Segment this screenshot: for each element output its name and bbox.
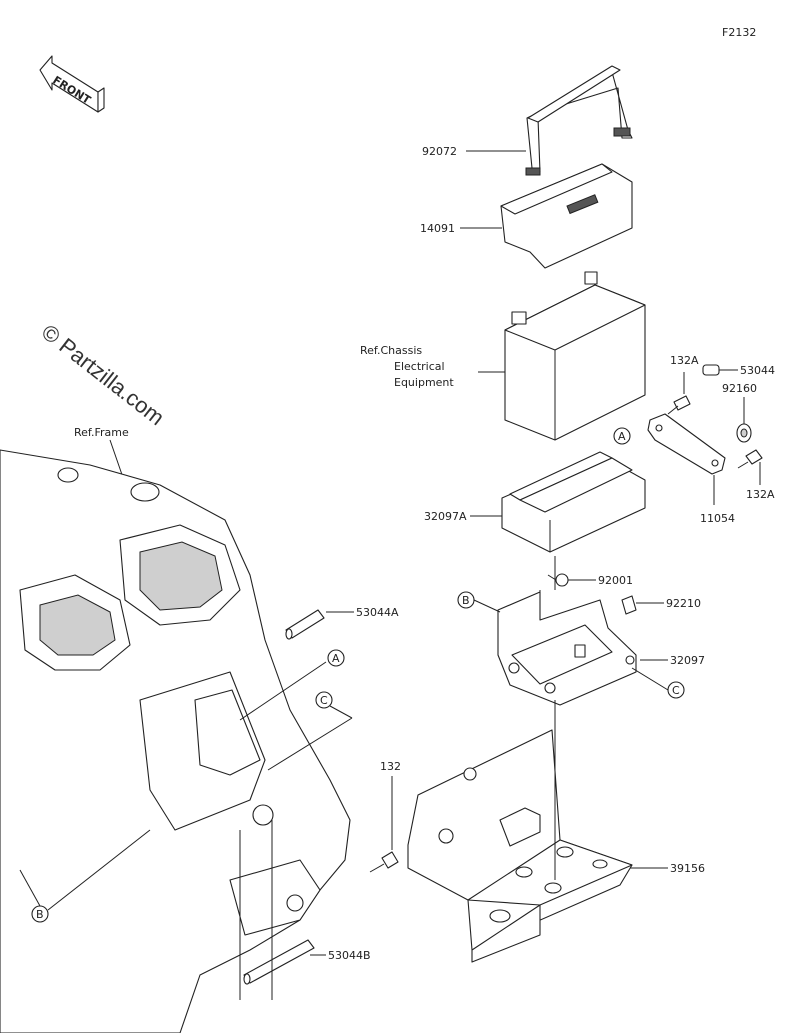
label-11054: 11054 xyxy=(700,512,735,525)
strap-part xyxy=(525,65,633,176)
battery-part xyxy=(504,271,646,441)
battery-tray-32097a-part xyxy=(501,451,646,553)
ref-frame-label: Ref.Frame xyxy=(74,426,129,439)
label-132: 132 xyxy=(380,760,401,773)
grommet-92160-part xyxy=(736,423,752,443)
skid-plate-39156-part xyxy=(407,729,633,963)
label-92210: 92210 xyxy=(666,597,701,610)
label-132a-top: 132A xyxy=(670,354,699,367)
clip-92210-part xyxy=(621,595,637,615)
ref-chassis-line2: Electrical xyxy=(394,360,445,373)
label-132a-right: 132A xyxy=(746,488,775,501)
bracket-32097-part xyxy=(497,591,637,706)
label-92160: 92160 xyxy=(722,382,757,395)
bolt-132-part xyxy=(369,851,399,873)
frame-part xyxy=(0,449,351,1033)
label-92001: 92001 xyxy=(598,574,633,587)
front-arrow-icon: FRONT xyxy=(39,55,105,113)
label-14091: 14091 xyxy=(420,222,455,235)
ref-chassis-line1: Ref.Chassis xyxy=(360,344,422,357)
label-92072: 92072 xyxy=(422,145,457,158)
label-39156: 39156 xyxy=(670,862,705,875)
bracket-11054-part xyxy=(647,413,726,475)
ref-chassis-line3: Equipment xyxy=(394,376,454,389)
callout-a-left: A xyxy=(332,652,340,665)
callout-b-left: B xyxy=(36,908,44,921)
callout-c-right: C xyxy=(672,684,680,697)
bolt-132a-top-part xyxy=(667,395,691,415)
collar-53044b-part xyxy=(243,939,315,985)
callout-a-top: A xyxy=(618,430,626,443)
label-32097: 32097 xyxy=(670,654,705,667)
label-32097a: 32097A xyxy=(424,510,467,523)
collar-53044a-part xyxy=(285,609,325,640)
label-53044-top: 53044 xyxy=(740,364,775,377)
bolt-92001-part xyxy=(547,573,569,587)
label-53044b: 53044B xyxy=(328,949,371,962)
callout-b-right: B xyxy=(462,594,470,607)
collar-53044-part xyxy=(702,364,720,376)
callout-c-left: C xyxy=(320,694,328,707)
battery-cover-part xyxy=(500,163,633,269)
watermark-text: © Partzilla.com xyxy=(37,319,169,430)
label-53044a: 53044A xyxy=(356,606,399,619)
bolt-132a-right-part xyxy=(737,449,763,469)
figure-code: F2132 xyxy=(722,26,756,39)
